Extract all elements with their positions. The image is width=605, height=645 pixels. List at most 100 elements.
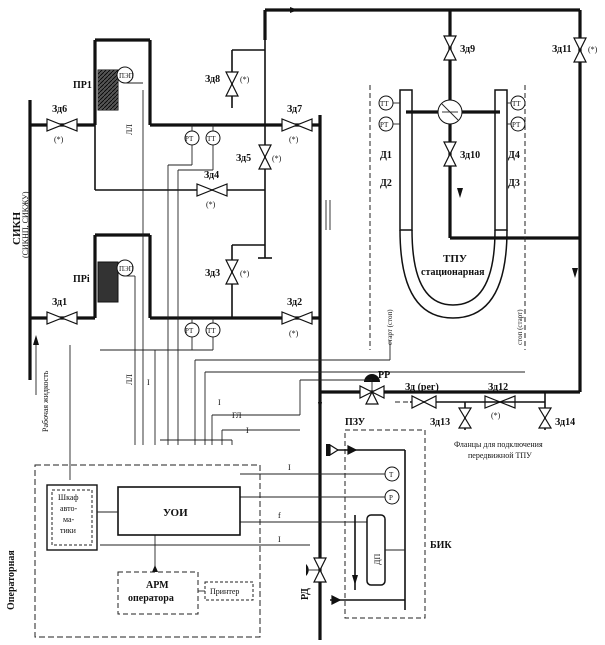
- label-zd4: Зд4: [204, 170, 219, 181]
- valve-zd3-icon: [225, 259, 239, 285]
- label-tt-tpu-left: ТТ: [380, 100, 389, 108]
- flow-arrow-right-icon: [572, 268, 578, 278]
- label-tt-upper: ТТ: [207, 135, 216, 143]
- label-zd12: Зд12: [488, 382, 508, 393]
- flow-arrow-bik-icon: [352, 575, 358, 585]
- bik-label: БИК: [430, 540, 452, 551]
- sikn-subtitle: (СИКНП, СИКЖУ): [21, 191, 30, 258]
- label-pt-tpu-left: РТ: [380, 121, 389, 129]
- gauge-tt-lower-icon: [205, 318, 221, 338]
- tpu-left-leg: [399, 89, 413, 231]
- sig-label-i-3: I: [246, 426, 249, 435]
- label-p-bik: Р: [389, 494, 393, 502]
- label-rd: РД: [300, 588, 311, 600]
- tpu-right-stop-start: стоп (старт): [516, 309, 524, 345]
- valve-zd4-icon: [196, 183, 228, 197]
- label-zd9: Зд9: [460, 44, 475, 55]
- automation-cabinet: [46, 484, 98, 551]
- gauge-pt-tpu-left-icon: [378, 116, 400, 132]
- pzu-marker: [326, 444, 330, 456]
- star-zd8: (*): [240, 75, 250, 84]
- flanges-line-2: передвижной ТПУ: [468, 451, 532, 460]
- sig-label-ll-lower: ЛЛ: [125, 374, 134, 385]
- star-zd4: (*): [206, 200, 216, 209]
- label-pzu: ПЗУ: [345, 417, 366, 428]
- cabinet-line-4: тики: [60, 526, 77, 535]
- tpu-subtitle: стационарная: [421, 267, 485, 278]
- star-zd12: (*): [491, 411, 501, 420]
- bik-inlet-valve-icon: [347, 445, 358, 455]
- valve-zd10-icon: [443, 141, 457, 167]
- arm-line-1: АРМ: [146, 580, 169, 591]
- label-pt-upper: РТ: [185, 135, 194, 143]
- regulator-pp-icon: [359, 374, 385, 405]
- valve-zd2-icon: [281, 311, 313, 325]
- label-d1: Д1: [380, 150, 392, 161]
- flow-arrow-return-icon: [318, 402, 322, 412]
- dp-label: ДП: [373, 554, 382, 565]
- label-zd7: Зд7: [287, 104, 302, 115]
- gauge-pt-tpu-right-icon: [507, 116, 526, 132]
- label-pr1: ПР1: [73, 80, 92, 91]
- flanges-line-1: Фланцы для подключения: [454, 440, 543, 449]
- label-zd5: Зд5: [236, 153, 251, 164]
- valve-zd9-icon: [443, 35, 457, 61]
- label-zd13: Зд13: [430, 417, 450, 428]
- label-pp: РР: [378, 370, 390, 381]
- bik-block: [344, 429, 426, 619]
- label-t-bik: Т: [389, 471, 394, 479]
- uoi-label: УОИ: [163, 507, 188, 519]
- tpu-left-start-stop: старт (стоп): [386, 309, 394, 345]
- label-zd6: Зд6: [52, 104, 67, 115]
- sikn-title: СИКН: [11, 212, 23, 245]
- sig-label-gl: ГЛ: [232, 411, 242, 420]
- valve-zd5-icon: [258, 144, 272, 170]
- operator-room-label: Операторная: [6, 550, 17, 610]
- sig-label-i-2: I: [218, 398, 221, 407]
- label-zd10: Зд10: [460, 150, 480, 161]
- cabinet-line-1: Шкаф: [58, 493, 79, 502]
- sig-label-f: f: [278, 511, 281, 520]
- label-pt-lower: РТ: [185, 327, 194, 335]
- working-fluid-label: Рабочая жидкость: [41, 370, 50, 432]
- valve-zd1-icon: [46, 311, 78, 325]
- flow-arrow-tpu-icon: [457, 188, 463, 198]
- tpu-title: ТПУ: [443, 253, 467, 265]
- label-d4: Д4: [508, 150, 520, 161]
- label-zd2: Зд2: [287, 297, 302, 308]
- star-zd11: (*): [588, 45, 598, 54]
- tpu-right-leg: [494, 89, 508, 231]
- tpu-u-bend-inner: [411, 229, 496, 306]
- valve-zd8-icon: [225, 71, 239, 97]
- label-d2: Д2: [380, 178, 392, 189]
- label-pr1-pep: ПЭП: [119, 72, 134, 80]
- cabinet-line-2: авто-: [60, 504, 78, 513]
- label-zd14: Зд14: [555, 417, 575, 428]
- label-pri: ПРi: [73, 274, 90, 285]
- sig-label-ll-upper: ЛЛ: [125, 124, 134, 135]
- star-zd2: (*): [289, 329, 299, 338]
- arm-line-2: оператора: [128, 593, 174, 604]
- printer-label: Принтер: [210, 587, 239, 596]
- label-zd1: Зд1: [52, 297, 67, 308]
- star-zd7: (*): [289, 135, 299, 144]
- flowmeter-pri-body: [97, 261, 119, 303]
- label-d3: Д3: [508, 178, 520, 189]
- sig-label-i-4: I: [288, 463, 291, 472]
- bik-outlet-valve-icon: [331, 595, 342, 605]
- label-tt-lower: ТТ: [207, 327, 216, 335]
- valve-zd6-icon: [46, 118, 78, 132]
- label-tt-tpu-right: ТТ: [512, 100, 521, 108]
- arm-arrow-icon: [152, 565, 158, 572]
- automation-cabinet-inner: [51, 489, 93, 546]
- sig-label-i-1: I: [147, 378, 150, 387]
- regulator-rd-icon: [306, 557, 327, 583]
- flowmeter-pr1-hatch: [98, 70, 118, 110]
- valve-zd7-icon: [281, 118, 313, 132]
- valve-zd14-icon: [537, 407, 553, 429]
- valve-zd11-icon: [573, 37, 587, 63]
- label-zd3: Зд3: [205, 268, 220, 279]
- label-pt-tpu-right: РТ: [512, 121, 521, 129]
